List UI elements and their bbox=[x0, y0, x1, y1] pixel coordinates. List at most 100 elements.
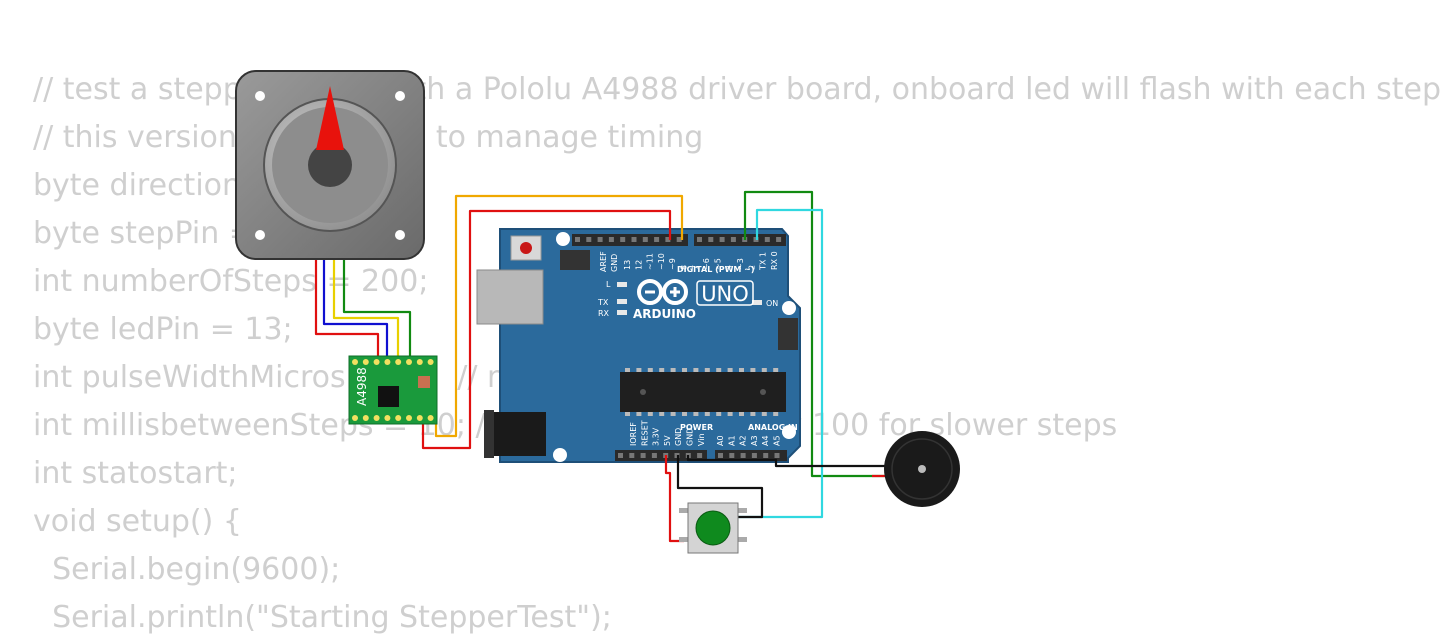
header-pin bbox=[719, 237, 725, 242]
a4988-driver-board[interactable]: A4988 bbox=[348, 355, 438, 425]
push-button[interactable] bbox=[679, 502, 747, 554]
header-pin bbox=[640, 453, 646, 458]
digital-header-right bbox=[694, 234, 786, 246]
pin-label: 13 bbox=[623, 260, 632, 270]
header-pin bbox=[651, 453, 657, 458]
pin-label: RESET bbox=[640, 420, 649, 446]
header-pin bbox=[575, 237, 580, 242]
analog-header bbox=[715, 450, 787, 461]
stepper-motor[interactable] bbox=[235, 70, 425, 260]
pin-label: ~5 bbox=[713, 258, 722, 270]
code-line: Serial.println("Starting StepperTest"); bbox=[33, 600, 612, 635]
rx-label: RX bbox=[598, 309, 610, 318]
header-pin bbox=[586, 237, 592, 242]
driver-pin bbox=[362, 359, 369, 365]
code-line: int millisbetweenSteps = 10; // millisec… bbox=[33, 408, 1118, 443]
pin-label: A2 bbox=[739, 435, 748, 446]
motor-direction-arrow-icon bbox=[316, 86, 344, 150]
driver-pin bbox=[427, 415, 434, 421]
digital-pwm-label: DIGITAL (PWM ~) bbox=[677, 265, 755, 274]
wire-green-buzzer[interactable] bbox=[743, 190, 886, 478]
header-pin bbox=[751, 453, 757, 458]
pin-label: A3 bbox=[750, 435, 759, 446]
pin-label: A4 bbox=[761, 435, 770, 446]
wire-gnd-black-buzzer[interactable] bbox=[686, 455, 886, 468]
pin-label: A1 bbox=[727, 435, 736, 446]
wire-motor-green[interactable] bbox=[342, 258, 412, 362]
arduino-model-label: UNO bbox=[701, 282, 749, 306]
arduino-uno-board[interactable]: UNO ARDUINO DIGITAL (PWM ~) ON L TX RX A… bbox=[476, 228, 801, 463]
driver-pin bbox=[362, 415, 369, 421]
power-jack bbox=[484, 412, 546, 456]
mounting-hole bbox=[782, 301, 796, 315]
wire-step-orange[interactable] bbox=[434, 194, 684, 438]
driver-pin bbox=[373, 415, 380, 421]
pin-label: 3.3V bbox=[652, 427, 661, 446]
pin-label: A5 bbox=[773, 435, 782, 446]
pin-label: GND bbox=[686, 428, 695, 446]
reset-button-cap bbox=[520, 242, 532, 254]
wire-gnd-black[interactable] bbox=[676, 455, 764, 519]
header-pin bbox=[642, 237, 648, 242]
led-l-label: L bbox=[606, 280, 611, 289]
atmega-chip bbox=[620, 372, 786, 412]
header-pin bbox=[629, 453, 635, 458]
pin-label: ~3 bbox=[736, 258, 745, 270]
wire-motor-blue[interactable] bbox=[322, 258, 389, 362]
pin-label: ~6 bbox=[702, 258, 711, 270]
driver-pin bbox=[395, 415, 402, 421]
aref-label: AREF bbox=[599, 251, 608, 272]
pin-label: 4 bbox=[725, 265, 734, 270]
arduino-brand-label: ARDUINO bbox=[633, 307, 696, 321]
tx-label: TX bbox=[597, 298, 609, 307]
driver-pin bbox=[395, 359, 402, 365]
header-pin bbox=[774, 453, 780, 458]
header-pin bbox=[740, 453, 746, 458]
header-pin bbox=[697, 453, 703, 458]
driver-pin bbox=[406, 415, 412, 421]
header-pin bbox=[618, 453, 623, 458]
header-pin bbox=[776, 237, 782, 242]
icsp-header bbox=[560, 250, 798, 350]
led-on bbox=[752, 300, 762, 305]
pin-label: Vin bbox=[697, 433, 706, 446]
pin-label: RX 0 bbox=[770, 251, 779, 270]
button-cap bbox=[695, 510, 731, 546]
analog-in-label: ANALOG IN bbox=[748, 423, 798, 432]
driver-pin bbox=[373, 359, 380, 365]
driver-potentiometer bbox=[418, 376, 430, 388]
mounting-hole bbox=[782, 425, 796, 439]
pin-label: 8 bbox=[680, 265, 689, 270]
wire-5v-red[interactable] bbox=[664, 455, 684, 543]
header-pin bbox=[631, 237, 637, 242]
pin-label: ~10 bbox=[657, 253, 666, 270]
arduino-logo-icon bbox=[637, 279, 688, 305]
pin-label: ~9 bbox=[668, 258, 677, 270]
wire-motor-yellow[interactable] bbox=[332, 258, 400, 362]
piezo-buzzer[interactable] bbox=[884, 431, 960, 507]
circuit-diagram: UNO ARDUINO DIGITAL (PWM ~) ON L TX RX A… bbox=[235, 70, 960, 554]
wire-cyan-button[interactable] bbox=[738, 208, 824, 519]
wire-dir-red[interactable] bbox=[421, 209, 672, 450]
code-line: Serial.begin(9600); bbox=[33, 552, 341, 587]
header-pin bbox=[597, 237, 603, 242]
pin-label: TX 1 bbox=[759, 252, 768, 271]
header-pin bbox=[676, 237, 682, 242]
driver-label: A4988 bbox=[355, 367, 369, 406]
pin-label: 2 bbox=[747, 265, 756, 270]
wires bbox=[314, 190, 886, 543]
driver-chip bbox=[378, 386, 399, 407]
header-pin bbox=[620, 237, 626, 242]
header-pin bbox=[763, 453, 769, 458]
pin-label: IOREF bbox=[629, 422, 638, 446]
driver-pin bbox=[384, 415, 391, 421]
pin-label: 7 bbox=[691, 265, 700, 270]
uno-badge bbox=[696, 280, 754, 306]
code-editor-text: // test a stepper motor with a Pololu A4… bbox=[33, 66, 1441, 635]
wire-motor-red[interactable] bbox=[314, 258, 380, 362]
header-pin bbox=[764, 237, 770, 242]
pin-label: 12 bbox=[634, 260, 643, 270]
pin-label: ~11 bbox=[646, 253, 655, 270]
header-pin bbox=[729, 453, 735, 458]
header-pin bbox=[708, 237, 714, 242]
